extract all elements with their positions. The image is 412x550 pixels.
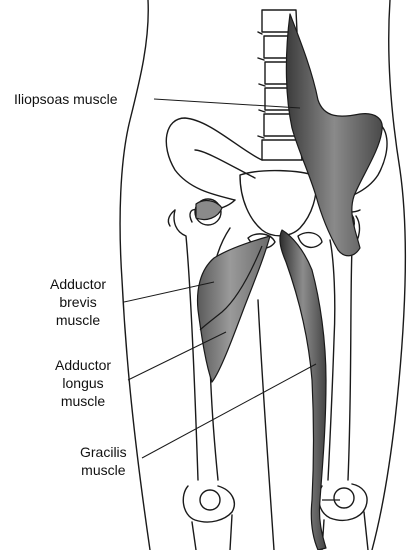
label-iliopsoas-text: Iliopsoas muscle xyxy=(14,90,118,108)
label-gracilis: Gracilis muscle xyxy=(80,443,127,479)
label-adductor-brevis-line1: Adductor xyxy=(50,275,106,293)
right-femur xyxy=(328,216,359,480)
label-gracilis-line1: Gracilis xyxy=(80,443,127,461)
left-knee xyxy=(183,486,234,522)
iliopsoas-muscle xyxy=(286,14,382,256)
right-patella xyxy=(334,488,354,508)
label-adductor-longus-line3: muscle xyxy=(55,392,111,410)
left-patella xyxy=(200,490,220,510)
label-adductor-longus-line1: Adductor xyxy=(55,356,111,374)
sacrum xyxy=(240,171,316,236)
obturator-right xyxy=(298,233,322,248)
label-adductor-longus-line2: longus xyxy=(55,374,111,392)
right-knee xyxy=(319,484,367,520)
muscles xyxy=(196,14,382,550)
label-adductor-brevis-line3: muscle xyxy=(50,311,106,329)
label-iliopsoas: Iliopsoas muscle xyxy=(14,90,118,108)
inner-leg-line xyxy=(258,300,274,550)
body-outline-right xyxy=(372,0,405,550)
label-gracilis-line2: muscle xyxy=(80,461,127,479)
left-iliac-wing xyxy=(166,118,262,200)
label-adductor-longus: Adductor longus muscle xyxy=(55,356,111,410)
leader-gracilis xyxy=(142,364,316,458)
leader-iliopsoas xyxy=(154,99,300,108)
label-adductor-brevis: Adductor brevis muscle xyxy=(50,275,106,329)
gracilis-muscle xyxy=(280,230,326,550)
label-adductor-brevis-line2: brevis xyxy=(50,293,106,311)
